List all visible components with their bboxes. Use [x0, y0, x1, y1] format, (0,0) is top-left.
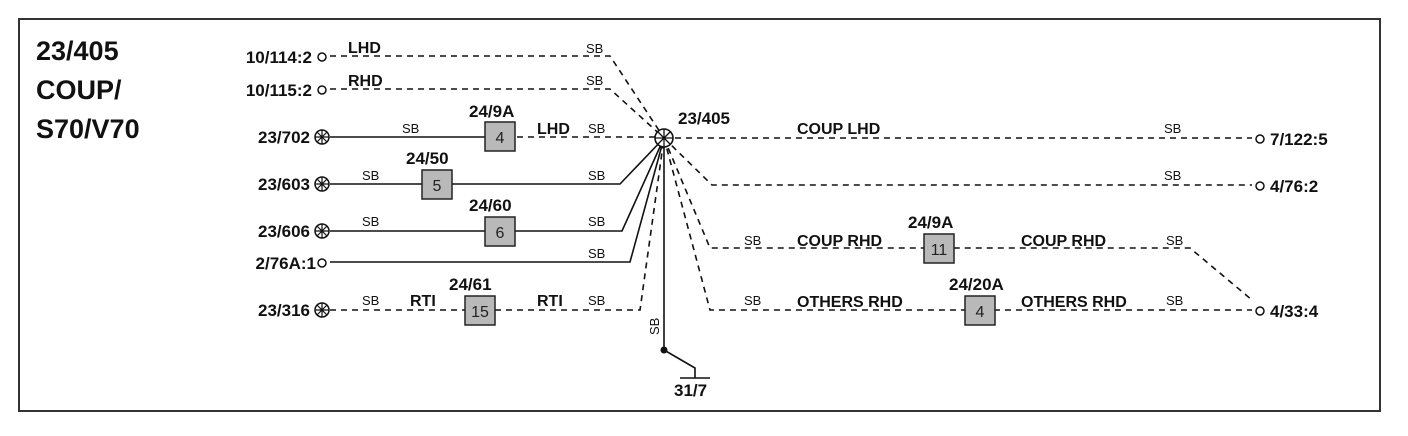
connector-24-61-15: 15 24/61 — [449, 275, 496, 326]
wire-color-sb: SB — [588, 168, 605, 183]
terminal-23-316 — [314, 302, 330, 318]
wire-label-rhd: RHD — [348, 73, 383, 90]
wire-label-others-rhd-2: OTHERS RHD — [1021, 294, 1127, 311]
label-23-702: 23/702 — [258, 128, 310, 147]
terminal-10-115 — [317, 85, 327, 95]
svg-text:15: 15 — [471, 304, 489, 321]
label-23-316: 23/316 — [258, 301, 310, 320]
wire-color-sb: SB — [362, 168, 379, 183]
wire-label-lhd: LHD — [348, 40, 381, 57]
wire-color-sb: SB — [744, 233, 761, 248]
svg-text:24/9A: 24/9A — [469, 102, 514, 121]
terminal-23-603 — [314, 176, 330, 192]
hub-splice — [654, 128, 674, 148]
svg-text:24/20A: 24/20A — [949, 275, 1004, 294]
wire-color-sb: SB — [588, 246, 605, 261]
connector-24-9a-4: 4 24/9A — [469, 102, 516, 152]
terminal-23-606 — [314, 223, 330, 239]
svg-text:24/61: 24/61 — [449, 275, 492, 294]
hub-label: 23/405 — [678, 109, 730, 128]
connector-24-9a-11: 11 24/9A — [908, 213, 955, 264]
wire-label-coup-rhd-1: COUP RHD — [797, 233, 882, 250]
title-line-1: 23/405 — [36, 36, 119, 66]
svg-text:24/9A: 24/9A — [908, 213, 953, 232]
label-4-76: 4/76:2 — [1270, 177, 1318, 196]
wire-color-sb: SB — [362, 293, 379, 308]
svg-text:4: 4 — [496, 130, 505, 147]
wire-color-sb: SB — [744, 293, 761, 308]
wire-label-coup-rhd-2: COUP RHD — [1021, 233, 1106, 250]
wire-color-sb: SB — [588, 293, 605, 308]
wire-color-sb: SB — [1166, 293, 1183, 308]
wire-label-rti-1: RTI — [410, 293, 436, 310]
wire-color-sb: SB — [1164, 121, 1181, 136]
label-23-606: 23/606 — [258, 222, 310, 241]
wire-color-sb: SB — [586, 73, 603, 88]
wire-10-115 — [330, 88, 665, 139]
terminal-23-702 — [314, 129, 330, 145]
connector-24-20a-4: 4 24/20A — [949, 275, 1004, 326]
wire-color-sb: SB — [588, 121, 605, 136]
ground-junction — [660, 346, 668, 354]
svg-text:6: 6 — [496, 225, 505, 242]
wire-color-sb: SB — [1166, 233, 1183, 248]
wire-4-76 — [663, 137, 1252, 186]
label-7-122: 7/122:5 — [1270, 130, 1328, 149]
label-4-33: 4/33:4 — [1270, 302, 1319, 321]
wire-color-sb: SB — [1164, 168, 1181, 183]
terminal-7-122 — [1255, 134, 1265, 144]
wire-color-sb: SB — [586, 41, 603, 56]
label-2-76a: 2/76A:1 — [256, 254, 316, 273]
terminal-4-76 — [1255, 181, 1265, 191]
terminal-10-114 — [317, 52, 327, 62]
svg-text:5: 5 — [433, 178, 442, 195]
svg-text:11: 11 — [931, 242, 948, 259]
wire-ground — [663, 138, 696, 378]
wire-others-rhd — [663, 137, 1252, 311]
title-line-2: COUP/ — [36, 75, 122, 105]
wire-color-sb: SB — [647, 318, 662, 335]
wire-label-rti-2: RTI — [537, 293, 563, 310]
connector-24-60-6: 6 24/60 — [469, 196, 516, 247]
svg-text:4: 4 — [976, 304, 985, 321]
label-10-114: 10/114:2 — [246, 48, 312, 67]
svg-text:24/60: 24/60 — [469, 196, 512, 215]
wire-coup-rhd — [663, 137, 1253, 301]
wire-2-76a — [330, 137, 665, 263]
label-23-603: 23/603 — [258, 175, 310, 194]
wire-color-sb: SB — [588, 214, 605, 229]
diagram-frame — [18, 18, 1381, 412]
wire-color-sb: SB — [362, 214, 379, 229]
terminal-4-33 — [1255, 306, 1265, 316]
wire-label-coup-lhd: COUP LHD — [797, 121, 880, 138]
label-10-115: 10/115:2 — [246, 81, 312, 100]
wire-label-others-rhd-1: OTHERS RHD — [797, 294, 903, 311]
ground-label: 31/7 — [674, 381, 707, 400]
terminal-2-76a — [317, 258, 327, 268]
wire-label-lhd-2: LHD — [537, 121, 570, 138]
wire-23-316 — [330, 137, 665, 311]
title-line-3: S70/V70 — [36, 114, 140, 144]
connector-24-50-5: 5 24/50 — [406, 149, 453, 200]
wire-color-sb: SB — [402, 121, 419, 136]
wire-10-114 — [330, 55, 665, 139]
svg-text:24/50: 24/50 — [406, 149, 449, 168]
wire-23-606 — [330, 137, 665, 232]
